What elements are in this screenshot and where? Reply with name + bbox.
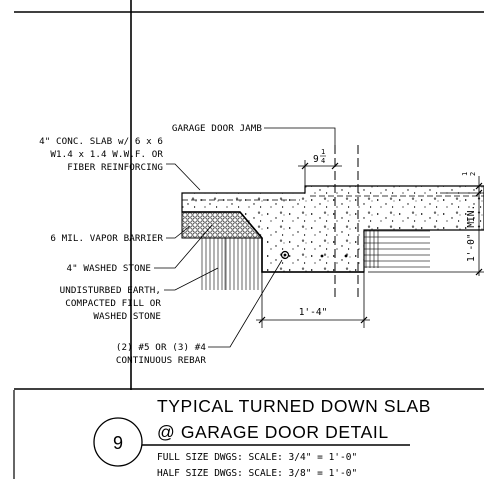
dim-jamb-whole: 9 [313, 154, 319, 165]
earth-right-v [364, 230, 380, 268]
rebar [320, 254, 324, 258]
dim-tick [475, 268, 483, 276]
detail-title-line2: @ GARAGE DOOR DETAIL [157, 422, 389, 442]
dim-width-text: 1'-4" [299, 307, 328, 318]
dim-tick [258, 316, 266, 324]
rebar [280, 250, 290, 260]
scale-full-size: FULL SIZE DWGS: SCALE: 3/4" = 1'-0" [157, 452, 357, 463]
callout-slab-line1: 4" CONC. SLAB w/ 6 x 6 [39, 136, 163, 147]
dim-step-num: 1 [461, 172, 469, 176]
dim-depth-text: 1'-0" MIN. [466, 205, 477, 262]
callout-rebar-line1: (2) #5 OR (3) #4 [116, 342, 206, 353]
detail-number-circle [93, 417, 143, 467]
callout-slab-line3: FIBER REINFORCING [67, 162, 163, 173]
detail-number: 9 [113, 433, 123, 453]
dim-tick [331, 162, 339, 170]
callout-vapor-barrier: 6 MIL. VAPOR BARRIER [50, 233, 163, 244]
callout-earth-line2: COMPACTED FILL OR [65, 298, 161, 309]
scale-half-size: HALF SIZE DWGS: SCALE: 3/8" = 1'-0" [157, 468, 357, 479]
leader-vapor [166, 225, 191, 239]
callout-earth-line1: UNDISTURBED EARTH, [60, 285, 161, 296]
leader-door-jamb [264, 127, 336, 148]
dim-tick [360, 316, 368, 324]
callout-door-jamb: GARAGE DOOR JAMB [172, 123, 262, 134]
leader-stone [154, 224, 213, 269]
dim-step-den: 2 [469, 172, 477, 176]
dim-tick [301, 162, 309, 170]
earth-left [200, 238, 262, 290]
dim-jamb-den: 4 [321, 157, 325, 165]
rebar [283, 253, 287, 257]
callout-slab-line2: W1.4 x 1.4 W.W.F. OR [50, 149, 163, 160]
callout-rebar-line2: CONTINUOUS REBAR [116, 355, 206, 366]
callout-washed-stone: 4" WASHED STONE [67, 263, 151, 274]
leader-rebar [208, 259, 283, 348]
callout-earth-line3: WASHED STONE [93, 311, 161, 322]
rebar [344, 254, 348, 258]
leader-earth [164, 267, 219, 291]
dim-jamb-num: 1 [321, 148, 325, 156]
leader-slab [166, 163, 201, 191]
detail-title-line1: TYPICAL TURNED DOWN SLAB [157, 396, 431, 416]
earth-right [364, 230, 430, 268]
